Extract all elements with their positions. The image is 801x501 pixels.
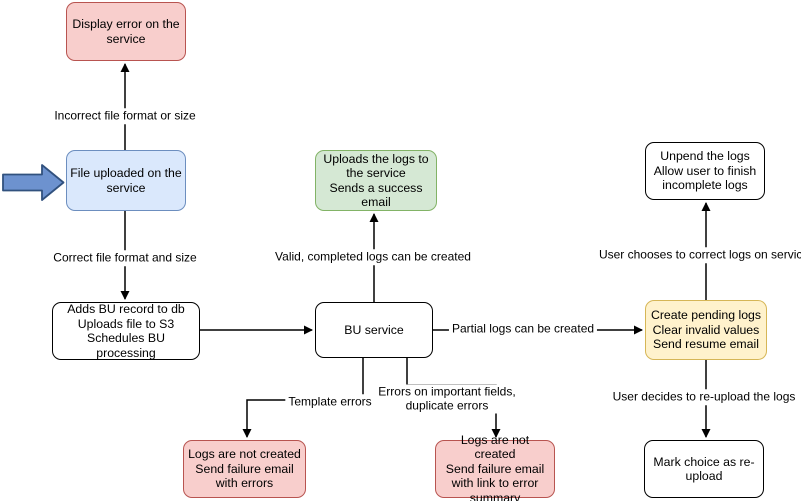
edge-label-user-chooses-correct: User chooses to correct logs on service (595, 247, 801, 263)
node-logs-not-created-summary: Logs are not created Send failure email … (435, 433, 555, 501)
edge-label-correct-file: Correct file format and size (50, 250, 200, 266)
edge-label-template-errors: Template errors (285, 394, 375, 410)
node-uploads-logs-success: Uploads the logs to the service Sends a … (315, 150, 437, 211)
node-file-uploaded: File uploaded on the service (66, 150, 186, 211)
node-bu-service: BU service (315, 302, 433, 358)
node-create-pending-logs: Create pending logs Clear invalid values… (645, 300, 767, 360)
edge-label-partial-logs: Partial logs can be created (448, 321, 598, 337)
edge-label-field-errors: Errors on important fields, duplicate er… (375, 384, 519, 414)
node-adds-bu-record: Adds BU record to db Uploads file to S3 … (52, 302, 200, 360)
node-display-error: Display error on the service (66, 2, 186, 61)
edge-label-user-reupload: User decides to re-upload the logs (609, 389, 799, 405)
edge-label-incorrect-file: Incorrect file format or size (51, 108, 199, 124)
node-mark-choice-reupload: Mark choice as re- upload (644, 440, 764, 498)
edge-label-valid-logs: Valid, completed logs can be created (272, 249, 474, 265)
input-block-arrow-icon (2, 164, 65, 201)
node-unpend-logs: Unpend the logs Allow user to finish inc… (645, 142, 765, 200)
node-logs-not-created-errors: Logs are not created Send failure email … (183, 440, 306, 498)
